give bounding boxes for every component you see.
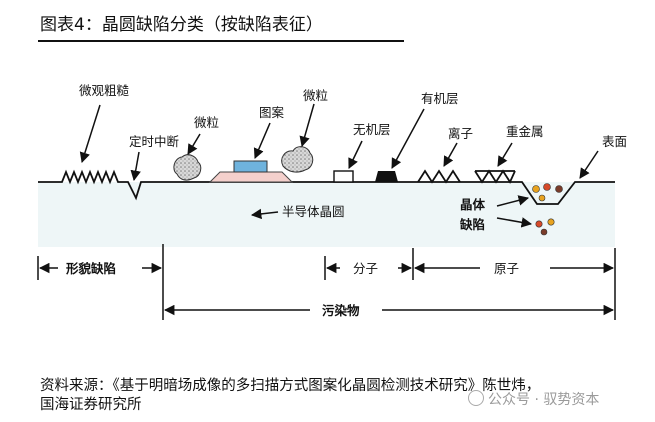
inorganic-layer-shape xyxy=(333,170,354,183)
arrow-particle-left xyxy=(187,133,201,155)
label-morph-defect: 形貌缺陷 xyxy=(66,261,116,276)
arrow-heavy-metal xyxy=(497,142,513,167)
arrow-surface xyxy=(579,150,599,179)
pattern-base xyxy=(208,171,294,183)
bulk-ball-1 xyxy=(535,220,543,228)
arrow-pattern xyxy=(253,122,271,159)
label-ions: 离子 xyxy=(448,126,473,141)
label-crystal-defect-1: 晶体 xyxy=(460,197,486,212)
title-underline xyxy=(38,40,404,42)
watermark-text: 公众号 · 驭势资本 xyxy=(488,392,600,408)
heavy-metal-shape xyxy=(474,169,516,184)
arrow-particle-right xyxy=(299,103,315,148)
arrow-organic xyxy=(391,108,425,169)
source-line-1: 资料来源：《基于明暗场成像的多扫描方式图案化晶圆检测技术研究》陈世炜， xyxy=(40,378,541,394)
wafer-defect-diagram: 微观粗糙 定时中断 微粒 图案 微粒 无机层 有机层 离子 重金属 表面 半导体… xyxy=(37,83,627,320)
pit-ball-4 xyxy=(538,194,546,202)
arrow-roughness xyxy=(79,104,101,164)
source-line-2: 国海证券研究所 xyxy=(40,397,142,413)
arrow-inorganic xyxy=(348,140,363,169)
label-organic: 有机层 xyxy=(421,91,459,106)
label-intermittent: 定时中断 xyxy=(129,134,179,149)
pit-ball-3 xyxy=(555,185,563,193)
label-pattern: 图案 xyxy=(259,105,285,120)
pit-ball-2 xyxy=(543,183,551,191)
particle-right-shape xyxy=(281,146,314,173)
arrow-crystal-2 xyxy=(496,217,533,228)
watermark: 公众号 · 驭势资本 xyxy=(468,389,599,409)
wechat-icon xyxy=(468,390,484,406)
arrow-wafer xyxy=(250,208,279,220)
label-molecule: 分子 xyxy=(353,261,378,276)
particle-left-shape xyxy=(173,154,202,181)
wafer-surface-line xyxy=(38,169,615,205)
ions-shape xyxy=(417,169,461,184)
arrow-ions xyxy=(443,142,458,167)
label-inorganic: 无机层 xyxy=(353,122,391,137)
figure-title: 图表4：晶圆缺陷分类（按缺陷表征） xyxy=(40,15,323,35)
label-crystal-defect-2: 缺陷 xyxy=(460,217,485,232)
label-particle-left: 微粒 xyxy=(194,115,219,130)
label-heavy-metal: 重金属 xyxy=(506,124,544,139)
label-roughness: 微观粗糙 xyxy=(79,83,130,98)
organic-layer-shape xyxy=(375,171,398,182)
label-contaminant: 污染物 xyxy=(322,303,360,318)
bulk-ball-2 xyxy=(547,218,555,226)
label-surface: 表面 xyxy=(602,134,627,149)
arrow-intermittent xyxy=(130,151,141,182)
bulk-ball-3 xyxy=(540,228,548,236)
arrow-crystal-1 xyxy=(496,195,530,207)
pattern-block xyxy=(233,160,268,173)
label-atom: 原子 xyxy=(494,261,519,276)
pit-ball-1 xyxy=(532,185,540,193)
label-wafer: 半导体晶圆 xyxy=(282,204,345,219)
label-particle-right: 微粒 xyxy=(303,88,328,103)
